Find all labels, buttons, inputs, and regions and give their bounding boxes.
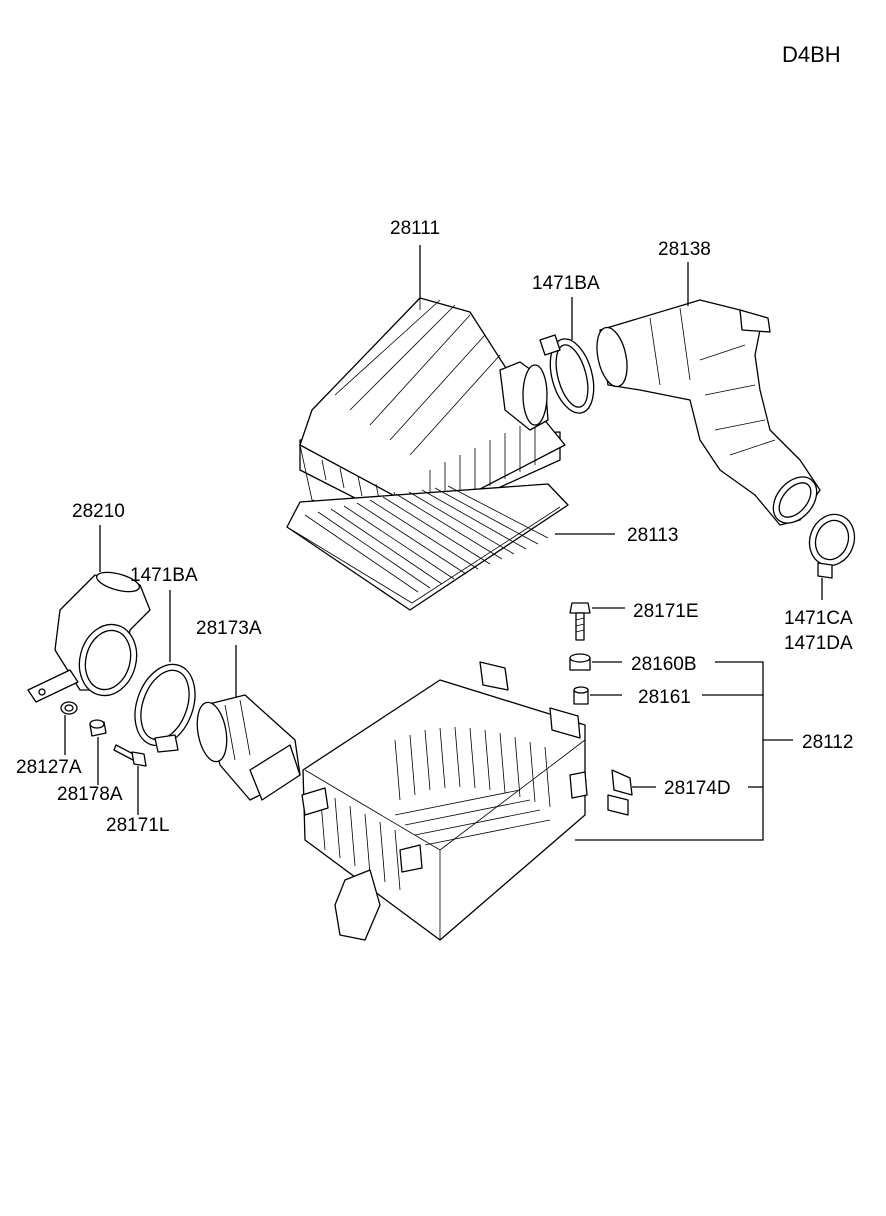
- clamp-1471ba-left: [134, 663, 196, 753]
- label-28138: 28138: [658, 239, 711, 260]
- label-28161: 28161: [638, 687, 691, 708]
- grommet-28127a: [60, 701, 78, 715]
- label-28174d: 28174D: [664, 778, 731, 799]
- collar-28178a: [89, 719, 107, 737]
- label-28178a: 28178A: [57, 784, 123, 805]
- label-1471ba-left: 1471BA: [130, 565, 198, 586]
- bolt-28171e: [569, 602, 591, 641]
- air-cleaner-body: [301, 661, 588, 941]
- label-28171e: 28171E: [633, 601, 699, 622]
- label-1471ba-top: 1471BA: [532, 273, 600, 294]
- leader-lines: [64, 245, 823, 841]
- clip-28174d: [607, 769, 633, 816]
- intake-hose: [596, 299, 821, 526]
- label-1471ca: 1471CA: [784, 608, 853, 629]
- intake-duct: [196, 694, 301, 801]
- label-28171l: 28171L: [106, 815, 169, 836]
- clamp-1471ba-top: [539, 334, 595, 414]
- label-28210: 28210: [72, 501, 125, 522]
- label-28112: 28112: [802, 732, 853, 753]
- air-filter-element: [286, 483, 569, 611]
- label-1471da: 1471DA: [784, 633, 853, 654]
- label-28127a: 28127A: [16, 757, 82, 778]
- collar-28161: [573, 686, 589, 705]
- air-cleaner-cover: [299, 297, 566, 528]
- bolt-28171l: [113, 744, 147, 767]
- grommet-28160b: [569, 653, 591, 671]
- clamp-1471ca: [808, 513, 856, 579]
- resonator: [27, 571, 151, 703]
- label-28173a: 28173A: [196, 618, 262, 639]
- engine-code-label: D4BH: [782, 42, 841, 67]
- label-28111: 28111: [390, 218, 440, 239]
- label-28113: 28113: [627, 525, 678, 546]
- label-28160b: 28160B: [631, 654, 697, 675]
